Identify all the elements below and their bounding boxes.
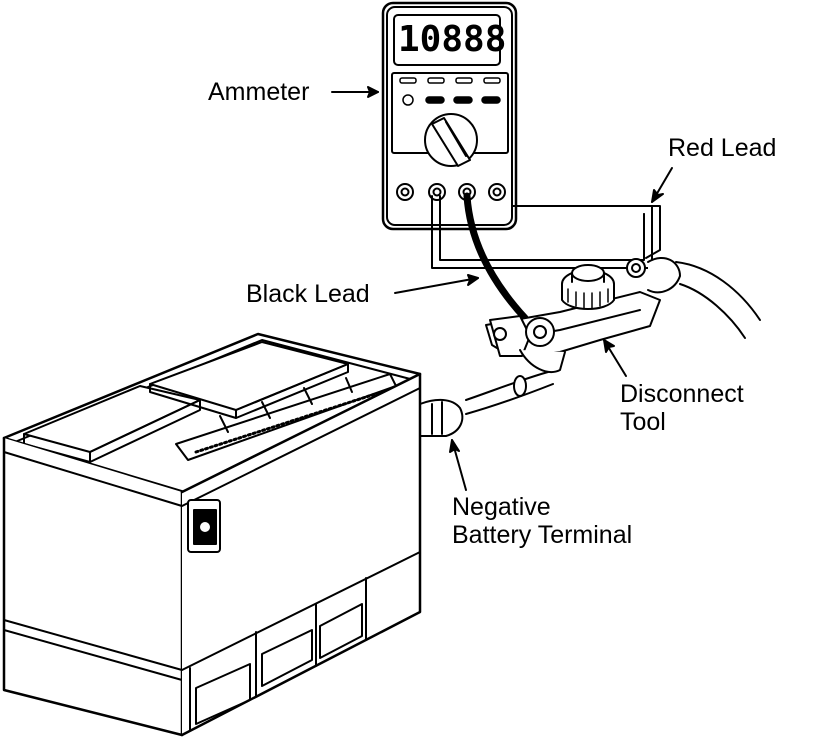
- black-lead: [463, 192, 529, 322]
- disconnect-tool: [485, 257, 761, 373]
- battery-cable: [465, 371, 554, 415]
- disconnect-tool-label: Disconnect Tool: [620, 380, 744, 436]
- leader-arrows: [331, 86, 673, 491]
- disconnect-tool-label-line1: Disconnect: [620, 380, 744, 408]
- black-lead-label: Black Lead: [246, 280, 370, 308]
- ammeter: [381, 1, 518, 231]
- disconnect-tool-label-line2: Tool: [620, 408, 666, 436]
- ammeter-display: [393, 14, 501, 66]
- black-lead-arrow: [394, 277, 479, 294]
- negative-terminal-label-line2: Battery Terminal: [452, 521, 633, 549]
- ammeter-label: Ammeter: [208, 78, 310, 106]
- ammeter-jacks: [396, 183, 506, 201]
- battery: [2, 332, 422, 737]
- negative-terminal-label: Negative Battery Terminal: [452, 493, 632, 549]
- negative-terminal-label-line1: Negative: [452, 493, 551, 521]
- ammeter-display-reading: 10888: [398, 19, 507, 60]
- ammeter-buttons: [399, 77, 501, 106]
- ammeter-dial: [424, 113, 478, 167]
- red-lead-label: Red Lead: [668, 134, 777, 162]
